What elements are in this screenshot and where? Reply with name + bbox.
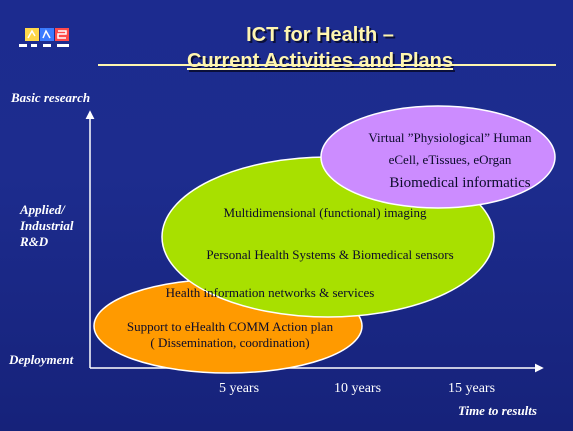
- orange-text-1: Support to eHealth COMM Action plan: [126, 319, 334, 334]
- title-line-2: Current Activities and Plans: [187, 50, 453, 72]
- ylabel-applied-rd: Applied/ Industrial R&D: [20, 202, 74, 249]
- x-axis-label: Time to results: [458, 403, 537, 418]
- ist-logo: [19, 26, 81, 54]
- violet-text-2: eCell, eTissues, eOrgan: [388, 152, 512, 167]
- ylabel-deployment: Deployment: [9, 352, 74, 367]
- violet-text-1: Virtual ”Physiological” Human: [368, 130, 532, 145]
- xtick-10-years: 10 years: [334, 381, 382, 396]
- green-text-3: Personal Health Systems & Biomedical sen…: [206, 247, 454, 262]
- title-line-1: ICT for Health –: [246, 24, 394, 46]
- violet-text-3: Biomedical informatics: [389, 175, 531, 191]
- ylabel-basic-research: Basic research: [11, 90, 91, 105]
- slide-title: ICT for Health – Current Activities and …: [120, 22, 520, 74]
- xtick-15-years: 15 years: [448, 381, 496, 396]
- xtick-5-years: 5 years: [219, 381, 260, 396]
- ellipse-violet: [320, 105, 556, 209]
- title-underline: [98, 64, 556, 66]
- green-text-1: Health information networks & services: [165, 285, 375, 300]
- orange-text-2: ( Dissemination, coordination): [150, 335, 310, 350]
- green-text-2: Multidimensional (functional) imaging: [223, 205, 427, 220]
